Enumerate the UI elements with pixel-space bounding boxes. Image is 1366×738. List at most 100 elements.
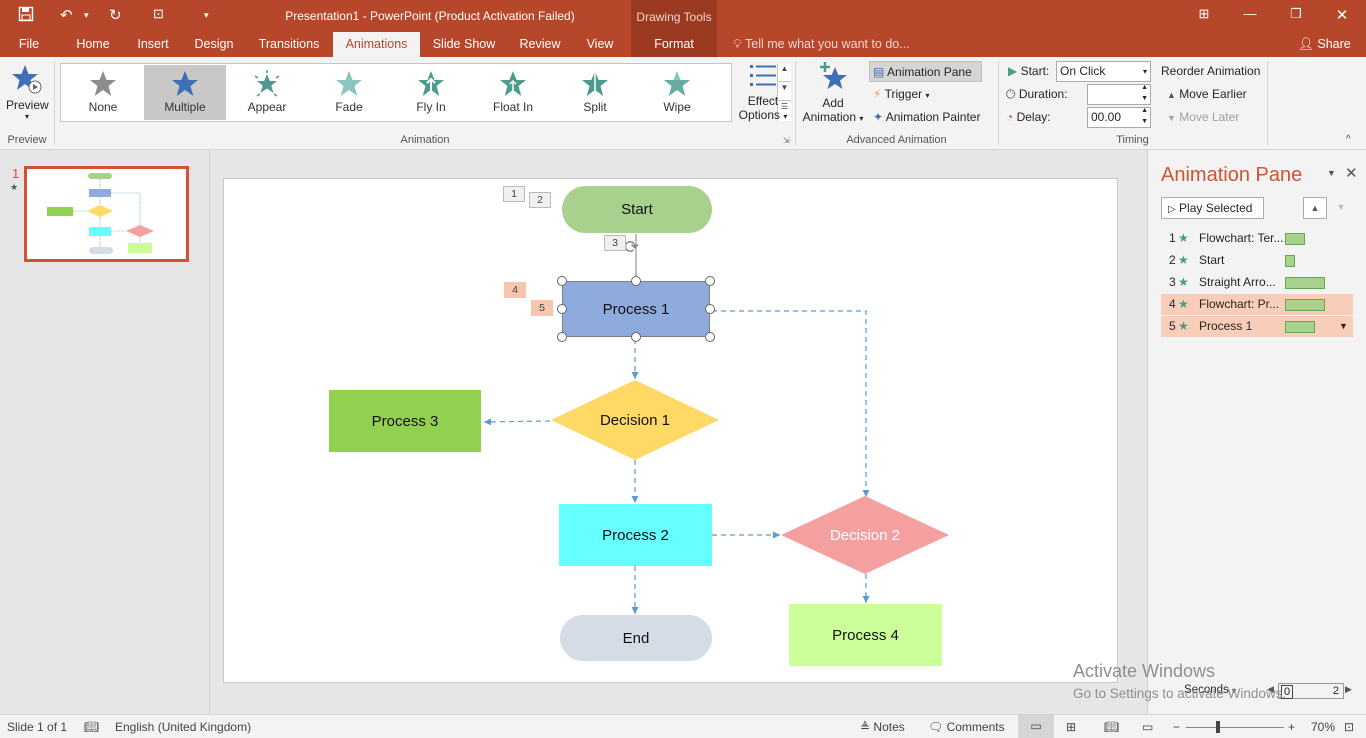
gallery-more[interactable]: ☰ <box>777 102 791 121</box>
timing-bar[interactable] <box>1285 277 1325 289</box>
preview-button[interactable]: Preview ▾ <box>6 63 49 127</box>
fit-to-window-icon[interactable]: ⊡ <box>1344 720 1355 734</box>
animation-tag[interactable]: 3 <box>604 235 626 251</box>
ribbon-tabs: File Home Insert Design Transitions Anim… <box>0 32 1366 57</box>
start-from-beginning-icon[interactable]: ⊡ <box>153 6 164 21</box>
notes-button[interactable]: ≜ Notes <box>860 720 905 734</box>
undo-dropdown-icon[interactable]: ▾ <box>84 10 89 20</box>
play-selected-button[interactable]: ▷ Play Selected <box>1161 197 1264 219</box>
duration-field[interactable]: ▲▼ <box>1087 84 1151 105</box>
animation-list-item-selected[interactable]: 5 ★ Process 1 ▼ <box>1161 316 1353 337</box>
slide-canvas[interactable]: Start Process 1 Decision 1 Process 3 Pro… <box>223 178 1118 683</box>
animation-tag[interactable]: 1 <box>503 186 525 202</box>
timeline-right-icon[interactable]: ▶ <box>1345 684 1352 694</box>
slideshow-icon[interactable]: ▭ <box>1142 720 1154 734</box>
comments-button[interactable]: 🗨︎ Comments <box>928 720 1005 734</box>
process-4-box[interactable]: Process 4 <box>789 604 942 666</box>
gallery-scroll-up[interactable]: ▲ <box>777 64 791 82</box>
decision-1-diamond[interactable] <box>551 380 719 460</box>
slide-thumbnail[interactable] <box>24 166 189 262</box>
ribbon-display-options-icon[interactable]: ⊞ <box>1198 6 1210 21</box>
delay-spinner[interactable]: ▲▼ <box>1141 107 1148 125</box>
tab-animations[interactable]: Animations <box>333 32 420 57</box>
redo-icon[interactable]: ↻ <box>109 7 122 24</box>
duration-spinner[interactable]: ▲▼ <box>1141 84 1148 102</box>
animation-fly-in[interactable]: Fly In <box>390 65 472 120</box>
slide-sorter-icon[interactable]: ⊞ <box>1066 720 1077 734</box>
zoom-out-icon[interactable]: − <box>1173 720 1181 734</box>
animation-list-item[interactable]: 1 ★ Flowchart: Ter... <box>1161 228 1353 249</box>
tab-review[interactable]: Review <box>519 37 561 51</box>
animation-fade[interactable]: Fade <box>308 65 390 120</box>
move-up-button[interactable]: ▲ <box>1303 197 1327 219</box>
animation-list-item[interactable]: 2 ★ Start <box>1161 250 1353 271</box>
customize-qat-icon[interactable]: ▾ <box>204 10 209 20</box>
share-button[interactable]: 👤︎ Share <box>1298 32 1351 57</box>
animation-float-in[interactable]: Float In <box>472 65 554 120</box>
zoom-slider-thumb[interactable] <box>1216 721 1220 733</box>
zoom-slider-track[interactable] <box>1186 727 1284 728</box>
reading-view-icon[interactable]: 📖︎ <box>1104 720 1120 734</box>
arrow-d1-p3[interactable] <box>483 418 551 426</box>
tab-format[interactable]: Format <box>631 32 717 57</box>
move-down-button[interactable]: ▼ <box>1336 202 1346 212</box>
undo-icon[interactable]: ↶ <box>60 7 73 24</box>
close-pane-icon[interactable]: ✕ <box>1345 165 1358 182</box>
selection-handles[interactable] <box>556 275 716 343</box>
animation-tag-selected[interactable]: 4 <box>504 282 526 298</box>
start-select[interactable]: On Click ▾ <box>1056 61 1151 82</box>
timing-bar[interactable] <box>1285 255 1295 267</box>
animation-none[interactable]: None <box>62 65 144 120</box>
timing-bar[interactable] <box>1285 233 1305 245</box>
close-button[interactable]: ✕ <box>1335 7 1349 24</box>
zoom-in-icon[interactable]: + <box>1288 720 1296 734</box>
tab-design[interactable]: Design <box>194 37 234 51</box>
gallery-scroll-down[interactable]: ▼ <box>777 83 791 101</box>
seconds-control[interactable]: Seconds ▾ <box>1184 684 1236 696</box>
process-2-box[interactable]: Process 2 <box>559 504 712 566</box>
pane-options-icon[interactable]: ▼ <box>1327 168 1336 178</box>
delay-field[interactable]: 00.00 ▲▼ <box>1087 107 1151 128</box>
add-animation-button[interactable]: Add Animation ▾ <box>800 61 866 131</box>
timeline-left-icon[interactable]: ◀ <box>1267 684 1274 694</box>
spelling-check-icon[interactable]: 📖︎ <box>84 720 100 734</box>
language-indicator[interactable]: English (United Kingdom) <box>115 720 252 734</box>
animation-tag[interactable]: 2 <box>529 192 551 208</box>
zoom-level[interactable]: 70% <box>1311 720 1336 734</box>
animation-split[interactable]: Split <box>554 65 636 120</box>
timing-bar[interactable] <box>1285 321 1315 333</box>
end-terminator[interactable]: End <box>560 615 712 661</box>
animation-painter-button[interactable]: ✦ Animation Painter <box>873 110 980 124</box>
animation-list-item[interactable]: 3 ★ Straight Arro... <box>1161 272 1353 293</box>
move-earlier-button[interactable]: ▲ Move Earlier <box>1167 87 1247 101</box>
tab-slide-show[interactable]: Slide Show <box>432 37 496 51</box>
animation-tag-selected[interactable]: 5 <box>531 300 553 316</box>
tab-file[interactable]: File <box>18 37 40 51</box>
animation-list-item-selected[interactable]: 4 ★ Flowchart: Pr... <box>1161 294 1353 315</box>
animation-multiple[interactable]: Multiple <box>144 65 226 120</box>
arrow-p1-d2[interactable] <box>712 310 870 497</box>
move-later-button[interactable]: ▼ Move Later <box>1167 110 1239 124</box>
start-terminator[interactable]: Start <box>562 186 712 233</box>
decision-2-diamond[interactable] <box>781 496 949 574</box>
animation-pane-button[interactable]: ▤ Animation Pane <box>869 61 982 82</box>
animation-dialog-launcher-icon[interactable]: ⇲ <box>783 136 790 145</box>
normal-view-icon[interactable]: ▭ <box>1018 715 1054 738</box>
animation-wipe[interactable]: Wipe <box>636 65 718 120</box>
effect-options-button[interactable]: Effect Options ▾ <box>738 63 788 131</box>
minimize-button[interactable]: — <box>1243 6 1257 21</box>
tab-insert[interactable]: Insert <box>137 37 169 51</box>
restore-button[interactable]: ❐ <box>1290 6 1302 21</box>
tab-transitions[interactable]: Transitions <box>258 37 320 51</box>
animation-appear[interactable]: Appear <box>226 65 308 120</box>
tab-view[interactable]: View <box>586 37 614 51</box>
save-icon[interactable] <box>18 6 34 26</box>
process-3-box[interactable]: Process 3 <box>329 390 481 452</box>
collapse-ribbon-icon[interactable]: ^ <box>1346 134 1351 145</box>
rotate-handle-icon[interactable]: ⟳ <box>624 237 640 257</box>
tab-home[interactable]: Home <box>76 37 110 51</box>
item-dropdown-icon[interactable]: ▼ <box>1339 321 1348 331</box>
timing-bar[interactable] <box>1285 299 1325 311</box>
trigger-button[interactable]: ⚡︎ Trigger ▾ <box>873 87 930 101</box>
tell-me-box[interactable]: 💡︎ Tell me what you want to do... <box>733 32 910 57</box>
